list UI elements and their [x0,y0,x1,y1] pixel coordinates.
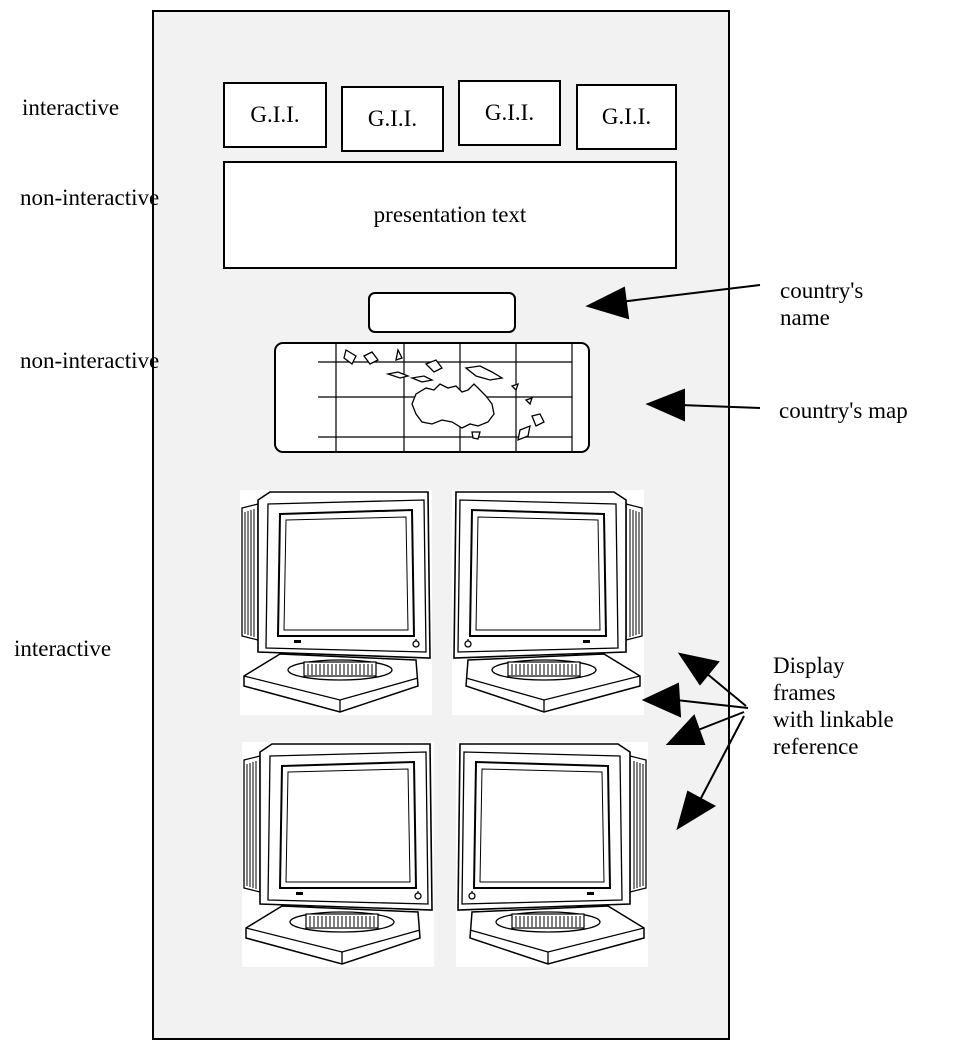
display-frames-line2: frames [773,680,836,705]
gii-button-1[interactable]: G.I.I. [223,82,327,148]
arrow-icon-country-map [645,388,761,422]
arrow-icon-frame-1 [677,652,747,707]
non-interactive-label-presentation: non-interactive [20,185,160,210]
interactive-label-top: interactive [22,95,120,120]
country-map-box [274,342,590,453]
gii-button-4[interactable]: G.I.I. [576,84,677,150]
display-frames-line4: reference [773,734,859,759]
display-frames-line3: with linkable [773,707,894,732]
arrow-icon-country-name [585,284,761,320]
gii-button-3[interactable]: G.I.I. [458,80,561,146]
arrow-icon-frame-3 [665,711,745,745]
presentation-text: presentation text [373,202,527,227]
arrow-icon-frame-2 [641,682,749,718]
interactive-label-monitors: interactive [14,636,112,661]
country-name-annotation: country's name [780,277,863,331]
country-name-annotation-line1: country's [780,278,864,303]
country-map-annotation: country's map [779,398,908,423]
world-map-australia-icon [318,344,573,451]
non-interactive-label-map: non-interactive [20,348,160,373]
gii-button-2[interactable]: G.I.I. [341,86,444,152]
display-frames-line1: Display [773,653,845,678]
country-name-box [368,292,516,333]
presentation-text-box: presentation text [223,161,677,269]
country-name-annotation-line2: name [780,305,830,330]
arrow-icon-frame-4 [676,715,745,831]
display-frames-annotation: Display frames with linkable reference [773,652,894,760]
